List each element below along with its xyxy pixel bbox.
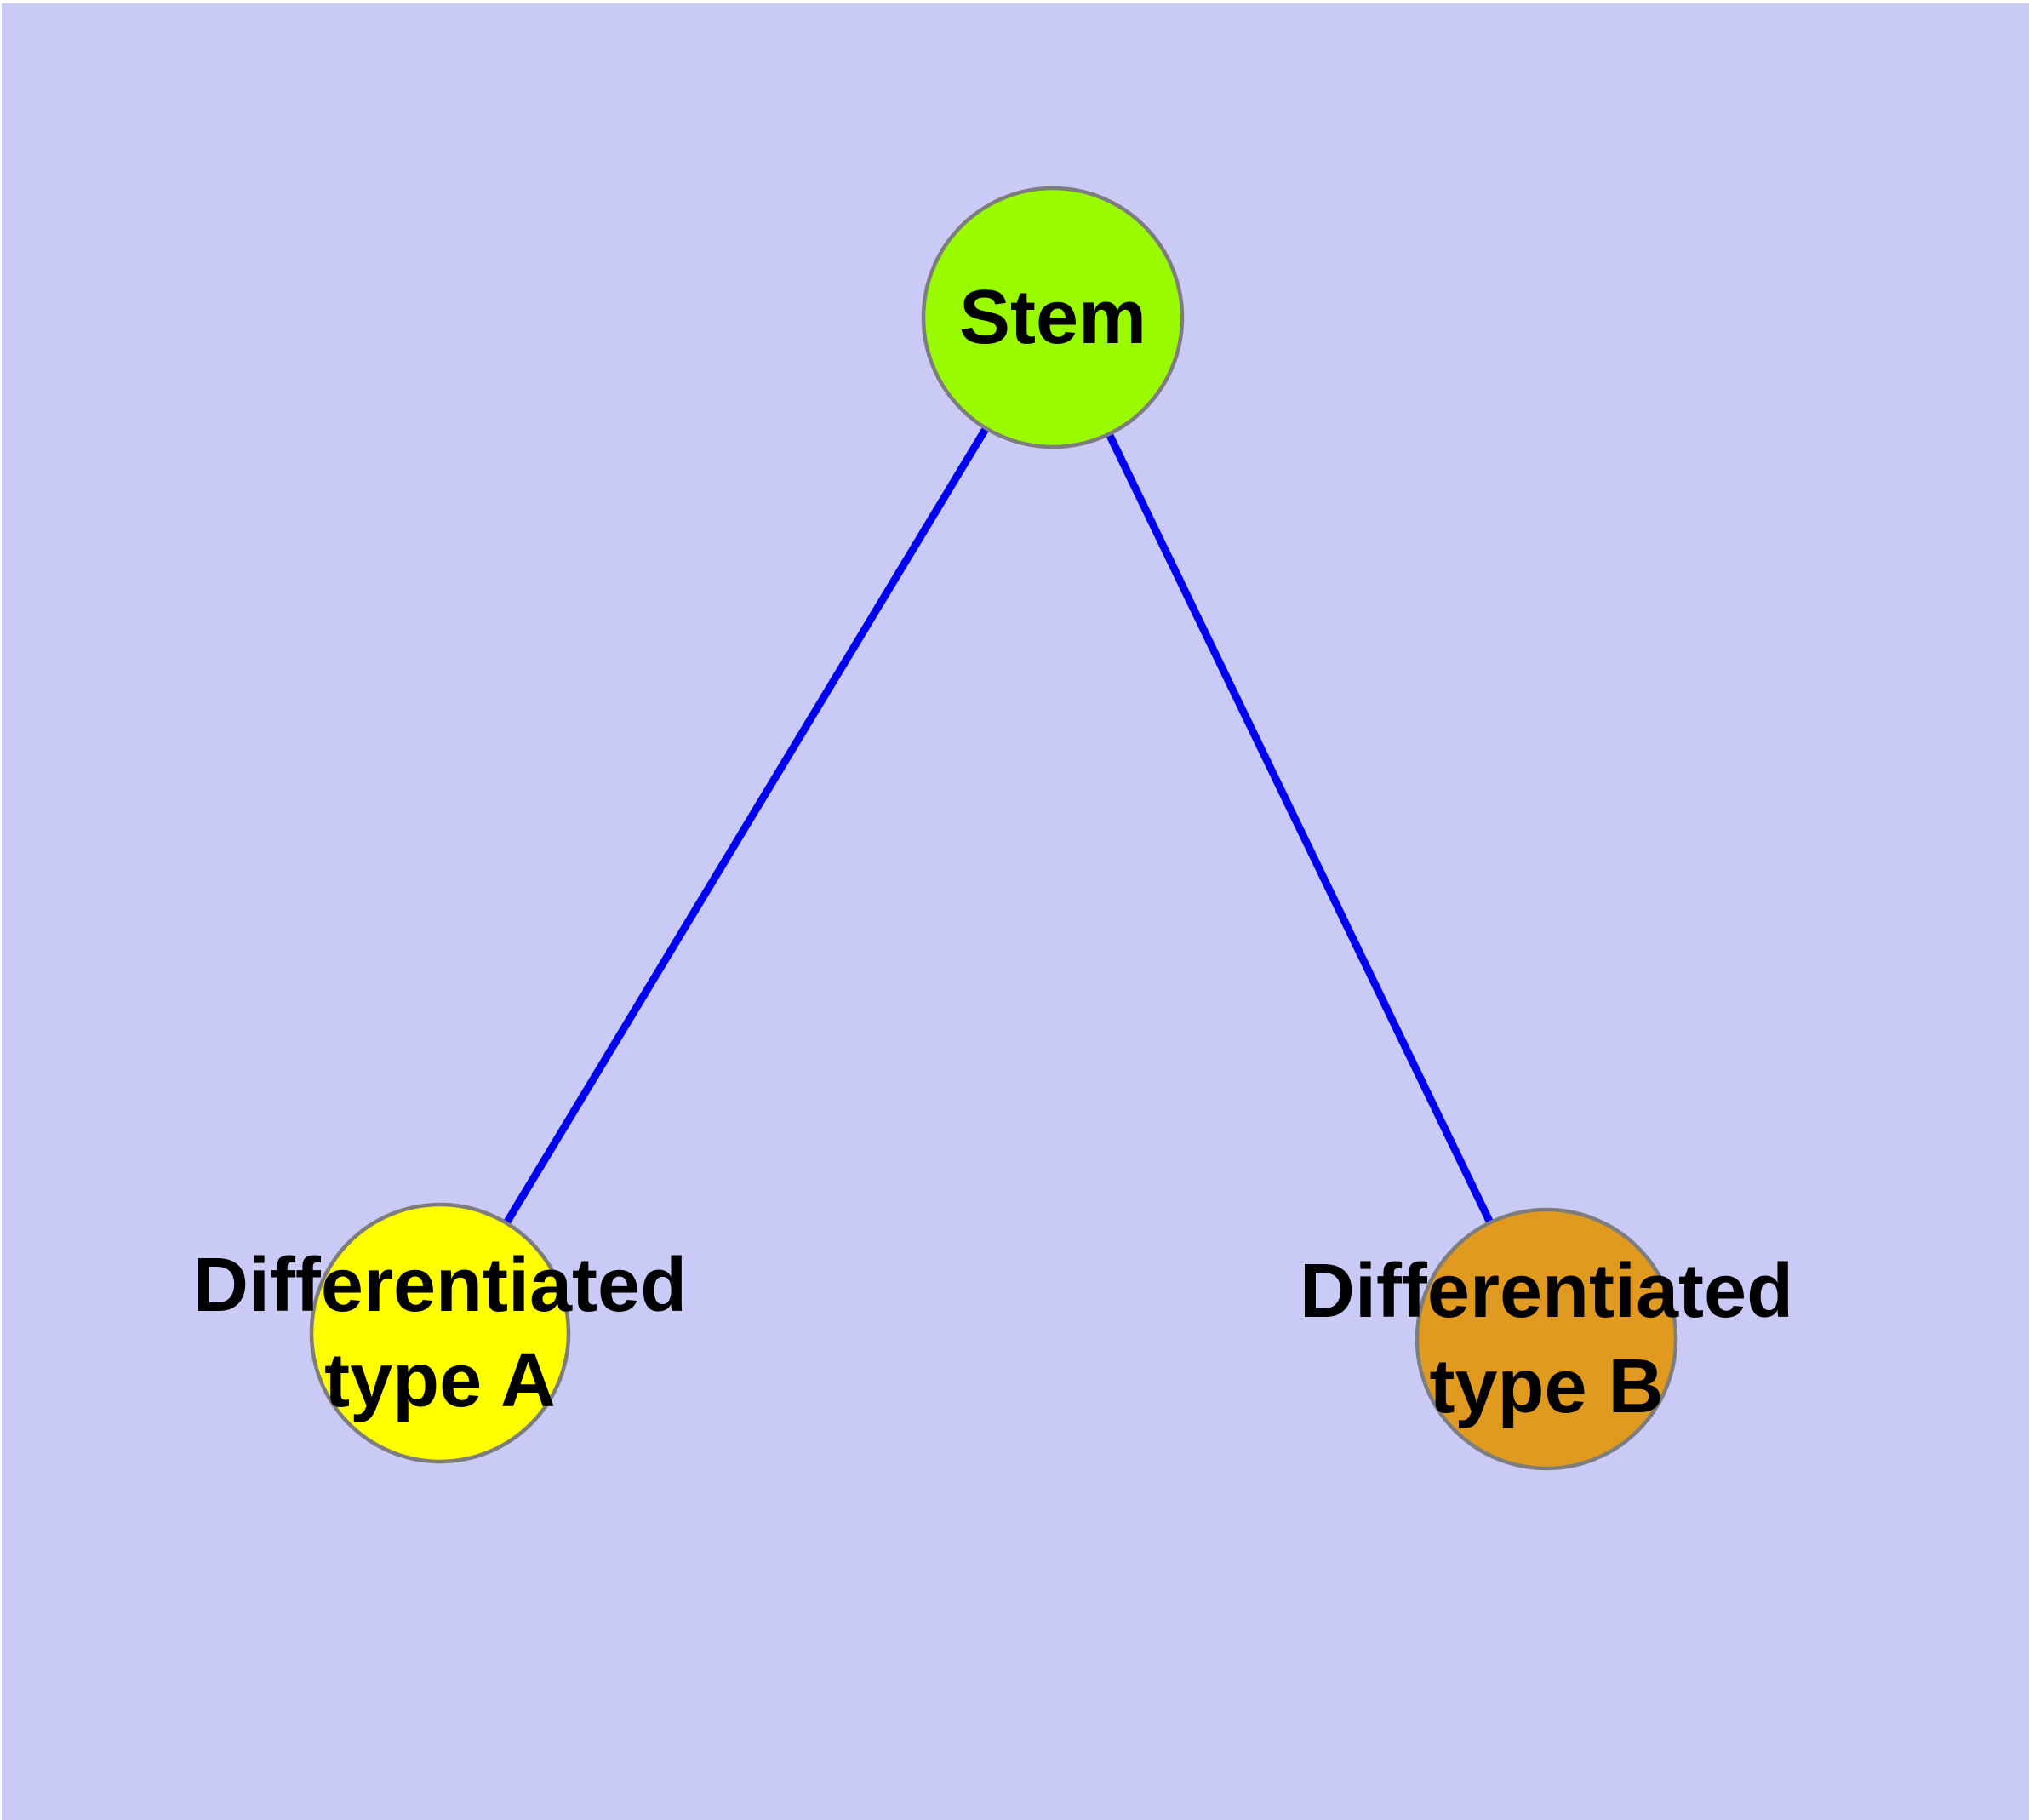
node-type-a-label-line1: Differentiated: [192, 1243, 688, 1328]
node-stem-circle: [921, 186, 1185, 449]
edge-stem-to-type-b: [1049, 316, 1551, 1341]
node-type-b-label-line1: Differentiated: [1299, 1249, 1794, 1334]
node-type-b-label: Differentiated type B: [1300, 1244, 1793, 1434]
node-type-b-circle: [1415, 1207, 1678, 1471]
node-type-a-label: Differentiated type A: [193, 1238, 687, 1428]
node-stem-label: Stem: [959, 270, 1146, 365]
node-type-a-label-line2: type A: [324, 1338, 556, 1423]
edge-stem-to-type-a: [437, 315, 1056, 1336]
node-type-b-label-line2: type B: [1429, 1344, 1664, 1429]
node-stem-label-text: Stem: [958, 275, 1147, 360]
node-type-a-circle: [309, 1202, 571, 1464]
